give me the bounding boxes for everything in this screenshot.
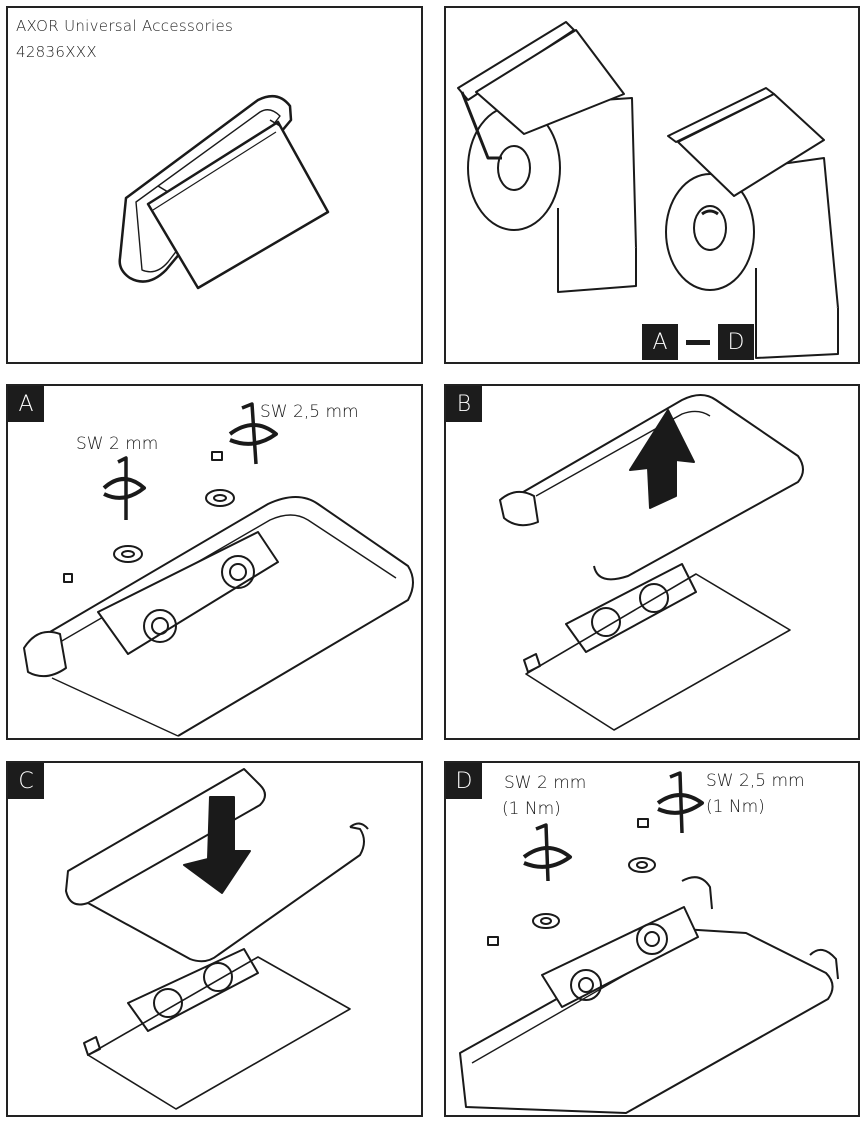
- step-a-key-large: SW 2,5 mm: [260, 402, 359, 422]
- step-d-torque-small: (1 Nm): [502, 799, 561, 819]
- rolls-illustration: [457, 21, 839, 359]
- step-d-key-large: SW 2,5 mm: [706, 771, 805, 791]
- step-a-key-small: SW 2 mm: [76, 434, 159, 454]
- step-d-badge: D: [446, 763, 482, 799]
- range-badge-to: D: [718, 324, 754, 360]
- panel-in-use: A D: [444, 6, 860, 364]
- panel-step-b: B: [444, 384, 860, 740]
- range-badge-from: A: [642, 324, 678, 360]
- step-b-badge: B: [446, 386, 482, 422]
- panel-step-c: C: [6, 761, 423, 1117]
- step-d-illustration: [459, 771, 839, 1114]
- step-a-badge: A: [8, 386, 44, 422]
- step-d-torque-large: (1 Nm): [706, 797, 765, 817]
- step-b-illustration: [499, 394, 804, 731]
- panel-product: AXOR Universal Accessories 42836XXX: [6, 6, 423, 364]
- step-c-illustration: [65, 768, 369, 1110]
- step-a-illustration: [23, 402, 414, 737]
- panel-step-d: D SW 2 mm (1 Nm) SW 2,5 mm (1 Nm): [444, 761, 860, 1117]
- holder-illustration: [118, 94, 330, 290]
- step-d-key-small: SW 2 mm: [504, 773, 587, 793]
- brand-title: AXOR Universal Accessories: [16, 17, 234, 35]
- panel-step-a: A SW 2 mm SW 2,5 mm: [6, 384, 423, 740]
- step-c-badge: C: [8, 763, 44, 799]
- range-dash: [686, 340, 710, 345]
- article-number: 42836XXX: [16, 43, 97, 61]
